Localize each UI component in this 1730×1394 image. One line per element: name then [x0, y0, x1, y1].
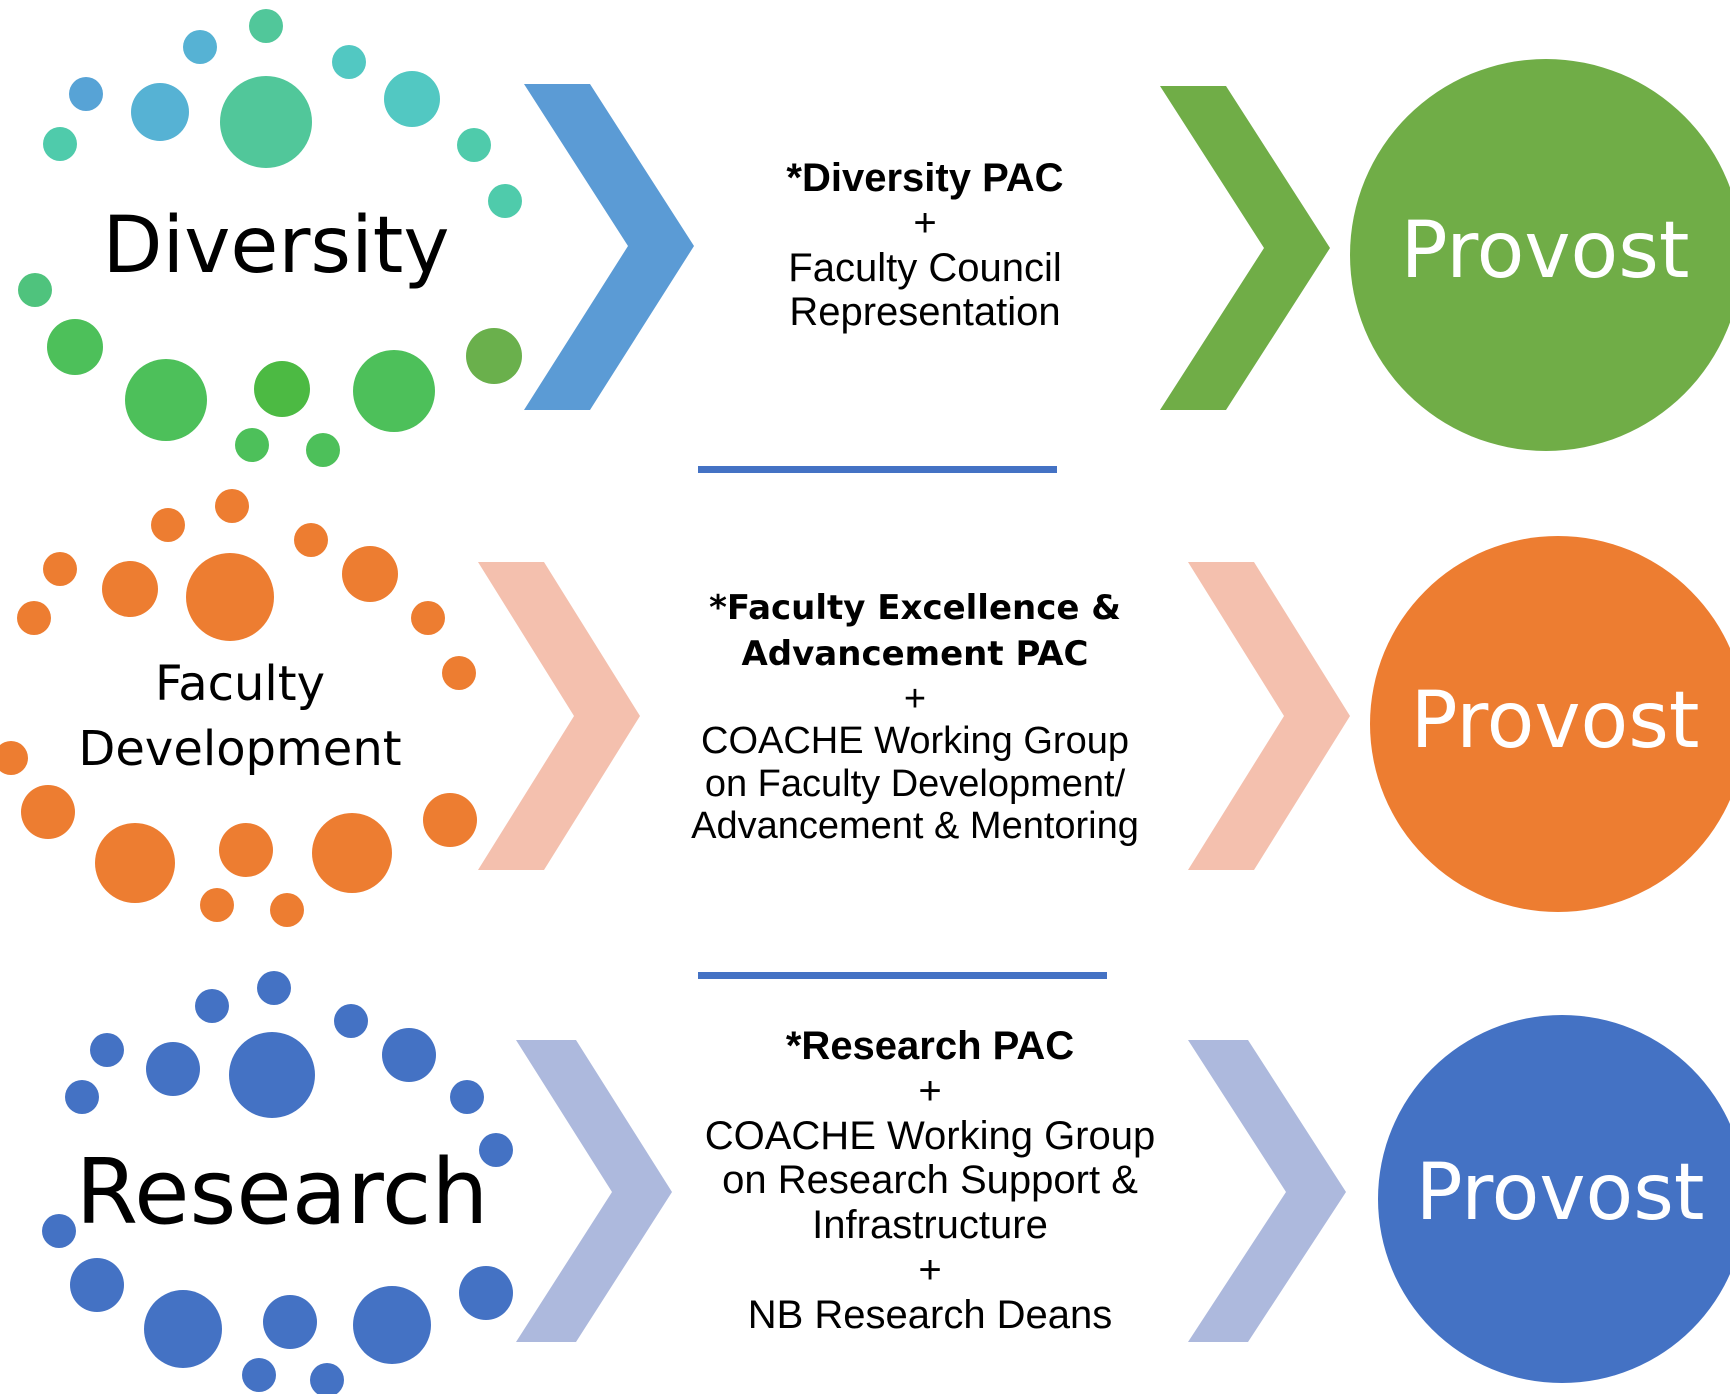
decorative-dot [65, 1080, 99, 1114]
decorative-dot [47, 319, 103, 375]
decorative-dot [95, 823, 175, 903]
representation-label: Representation [789, 290, 1061, 335]
coache-working-group-label: COACHE Working Group [704, 1113, 1156, 1158]
decorative-dot [310, 1363, 344, 1394]
separator-line-2 [698, 972, 1107, 979]
decorative-dot [466, 328, 522, 384]
decorative-dot [21, 785, 75, 839]
decorative-dot [450, 1080, 484, 1114]
decorative-dot [215, 489, 249, 523]
decorative-dot [423, 793, 477, 847]
decorative-dot [249, 9, 283, 43]
faculty-excellence-pac-label-2: Advancement PAC [741, 633, 1089, 674]
decorative-dot [242, 1358, 276, 1392]
decorative-dot [384, 71, 440, 127]
faculty-council-label: Faculty Council [788, 245, 1062, 290]
faculty-development-provost-label: Provost [1410, 676, 1700, 766]
diversity-title: Diversity [102, 201, 449, 291]
decorative-dot [382, 1028, 436, 1082]
research-chevron-1 [516, 1040, 672, 1342]
decorative-dot [125, 359, 207, 441]
faculty-development-middle-text: *Faculty Excellence & Advancement PAC + … [640, 586, 1190, 848]
faculty-development-chevron-1 [478, 562, 640, 870]
decorative-dot [229, 1032, 315, 1118]
coache-working-group-label: COACHE Working Group [701, 720, 1129, 763]
faculty-development-title-line-2: Development [78, 721, 401, 777]
research-support-label: on Research Support & [722, 1158, 1138, 1203]
diversity-dot-cluster [18, 9, 522, 467]
decorative-dot [457, 128, 491, 162]
decorative-dot [146, 1042, 200, 1096]
diversity-provost-circle [1350, 59, 1730, 451]
decorative-dot [186, 553, 274, 641]
decorative-dot [488, 184, 522, 218]
faculty-excellence-pac-label-1: *Faculty Excellence & [709, 588, 1121, 628]
research-middle-text: *Research PAC + COACHE Working Group on … [660, 1024, 1200, 1338]
decorative-dot [144, 1290, 222, 1368]
decorative-dot [131, 83, 189, 141]
decorative-dot [219, 823, 273, 877]
decorative-dot [195, 989, 229, 1023]
decorative-dot [0, 741, 28, 775]
plus-sign: + [918, 1247, 942, 1292]
decorative-dot [42, 1214, 76, 1248]
decorative-dot [102, 561, 158, 617]
decorative-dot [442, 656, 476, 690]
decorative-dot [411, 601, 445, 635]
nb-research-deans-label: NB Research Deans [747, 1292, 1113, 1337]
decorative-dot [18, 273, 52, 307]
faculty-development-dot-cluster [0, 489, 477, 927]
faculty-development-chevron-2 [1188, 562, 1350, 870]
faculty-development-label: on Faculty Development/ [704, 762, 1126, 805]
advancement-mentoring-label: Advancement & Mentoring [691, 805, 1139, 848]
plus-sign: + [903, 677, 927, 720]
decorative-dot [17, 601, 51, 635]
research-provost-circle [1378, 1015, 1730, 1383]
decorative-dot [263, 1295, 317, 1349]
faculty-development-title-line-1: Faculty [155, 656, 325, 712]
diversity-chevron-2 [1160, 86, 1330, 410]
decorative-dot [312, 813, 392, 893]
diversity-pac-label: *Diversity PAC [786, 156, 1064, 200]
decorative-dot [334, 1004, 368, 1038]
research-pac-label: *Research PAC [785, 1024, 1075, 1068]
decorative-dot [257, 971, 291, 1005]
decorative-dot [342, 546, 398, 602]
decorative-dot [353, 350, 435, 432]
faculty-development-provost-circle [1370, 536, 1730, 912]
diversity-middle-text: *Diversity PAC + Faculty Council Represe… [720, 156, 1130, 335]
decorative-dot [235, 428, 269, 462]
decorative-dot [90, 1033, 124, 1067]
decorative-dot [151, 508, 185, 542]
decorative-dot [353, 1286, 431, 1364]
plus-sign: + [913, 200, 937, 245]
decorative-dot [43, 127, 77, 161]
separator-line-1 [698, 466, 1057, 473]
decorative-dot [69, 77, 103, 111]
research-title: Research [76, 1140, 489, 1245]
decorative-dot [332, 45, 366, 79]
decorative-dot [479, 1133, 513, 1167]
decorative-dot [254, 361, 310, 417]
diversity-provost-label: Provost [1400, 206, 1690, 296]
decorative-dot [270, 893, 304, 927]
decorative-dot [294, 523, 328, 557]
decorative-dot [459, 1266, 513, 1320]
decorative-dot [70, 1258, 124, 1312]
decorative-dot [220, 76, 312, 168]
decorative-dot [200, 888, 234, 922]
decorative-dot [183, 30, 217, 64]
infrastructure-label: Infrastructure [812, 1203, 1048, 1248]
research-dot-cluster [42, 971, 513, 1394]
research-provost-label: Provost [1415, 1148, 1705, 1238]
plus-sign: + [918, 1068, 942, 1113]
diversity-chevron-1 [524, 84, 694, 410]
research-chevron-2 [1188, 1040, 1346, 1342]
decorative-dot [306, 433, 340, 467]
decorative-dot [43, 552, 77, 586]
